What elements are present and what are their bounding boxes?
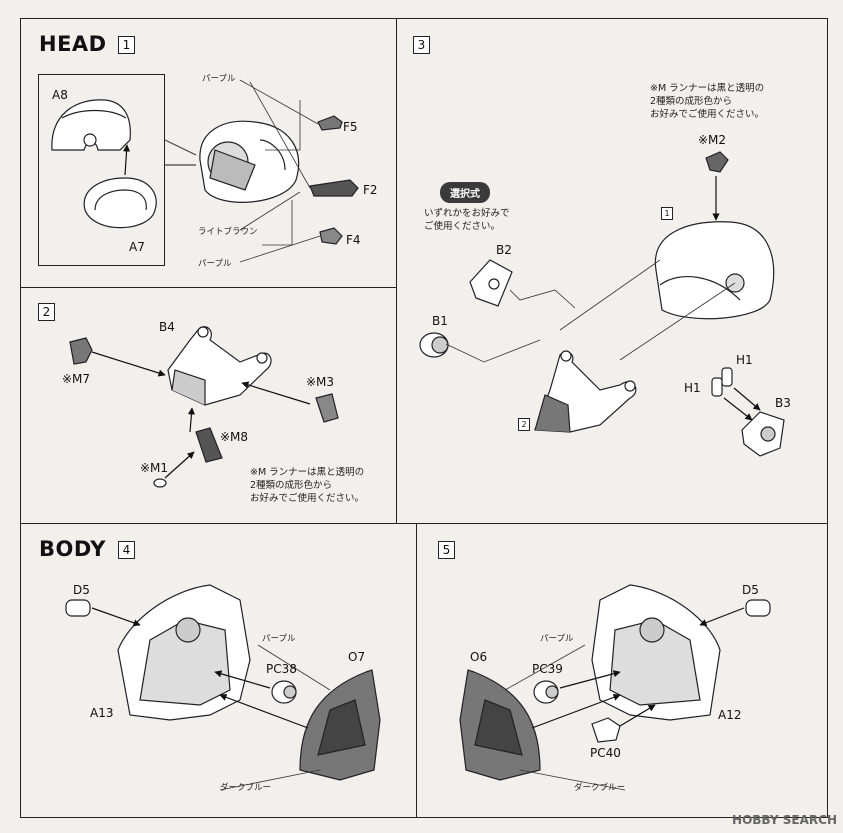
label-o6: O6 [470, 650, 488, 664]
label-f5: F5 [343, 120, 358, 134]
step-5-number: 5 [438, 541, 455, 559]
body-section-title: BODY [39, 537, 106, 561]
label-m2: ※M2 [698, 133, 727, 147]
step-2-runner-note: ※M ランナーは黒と透明の 2種類の成形色から お好みでご使用ください。 [250, 467, 365, 504]
assembled-head-step-1 [199, 120, 300, 203]
part-a13-shell [117, 584, 251, 721]
color-dark-blue-step-4: ダークブルー [220, 783, 272, 793]
part-m2 [705, 151, 729, 173]
part-a12-shell [591, 584, 721, 721]
part-f4 [319, 227, 343, 245]
color-purple-top: パープル [202, 74, 236, 84]
color-purple-step-4: パープル [262, 634, 296, 644]
label-a13: A13 [90, 706, 114, 720]
label-m1: ※M1 [140, 461, 169, 475]
part-pc39 [533, 680, 559, 704]
part-b3 [741, 411, 785, 457]
label-b1: B1 [432, 314, 448, 328]
step-3-number: 3 [413, 36, 430, 54]
label-m8: ※M8 [220, 430, 249, 444]
label-f4: F4 [346, 233, 361, 247]
step-2-number: 2 [38, 303, 55, 321]
label-a12: A12 [718, 708, 742, 722]
label-o7: O7 [348, 650, 366, 664]
part-a8-shell [51, 99, 131, 151]
label-m3: ※M3 [306, 375, 335, 389]
step-3-ref-1: 1 [661, 207, 673, 220]
part-pc40 [591, 717, 621, 743]
part-a7-base [83, 177, 157, 229]
part-b1 [419, 332, 449, 358]
watermark-logo: HOBBY SEARCH [732, 813, 837, 827]
step-3-runner-note: ※M ランナーは黒と透明の 2種類の成形色から お好みでご使用ください。 [650, 83, 765, 120]
color-dark-blue-step-5: ダークブルー [574, 783, 626, 793]
part-b4 [167, 326, 272, 406]
choice-badge: 選択式 [440, 182, 490, 203]
step-1-number: 1 [118, 36, 135, 54]
part-m1 [153, 478, 167, 488]
part-d5-right [745, 599, 771, 617]
color-purple-bottom: パープル [198, 259, 232, 269]
label-b4: B4 [159, 320, 175, 334]
part-f5 [317, 115, 343, 131]
label-m7: ※M7 [62, 372, 91, 386]
body-step-5-panel [416, 523, 828, 818]
label-d5-right: D5 [742, 583, 759, 597]
assembled-helmet-step-3 [654, 221, 775, 320]
label-h1-top: H1 [736, 353, 753, 367]
part-h1-a [711, 377, 723, 397]
label-pc40: PC40 [590, 746, 621, 760]
label-pc38: PC38 [266, 662, 297, 676]
step-1-inset-box [38, 74, 165, 266]
part-d5-left [65, 599, 91, 617]
part-m7 [69, 337, 93, 365]
label-b2: B2 [496, 243, 512, 257]
label-d5-left: D5 [73, 583, 90, 597]
part-m3 [315, 393, 339, 423]
part-h1-b [721, 367, 733, 387]
step-4-number: 4 [118, 541, 135, 559]
label-a7: A7 [129, 240, 145, 254]
part-o6 [459, 669, 541, 781]
head-section-title: HEAD [39, 32, 107, 56]
label-a8: A8 [52, 88, 68, 102]
part-o7 [299, 669, 381, 781]
choice-note: いずれかをお好みで ご使用ください。 [424, 208, 510, 232]
label-b3: B3 [775, 396, 791, 410]
color-purple-step-5: パープル [540, 634, 574, 644]
step-3-ref-2: 2 [518, 418, 530, 431]
part-f2 [309, 179, 359, 197]
label-pc39: PC39 [532, 662, 563, 676]
color-light-brown: ライトブラウン [198, 227, 258, 237]
label-h1-left: H1 [684, 381, 701, 395]
part-m8 [195, 427, 223, 463]
part-pc38 [271, 680, 297, 704]
b4-subassembly [534, 350, 637, 433]
label-f2: F2 [363, 183, 378, 197]
